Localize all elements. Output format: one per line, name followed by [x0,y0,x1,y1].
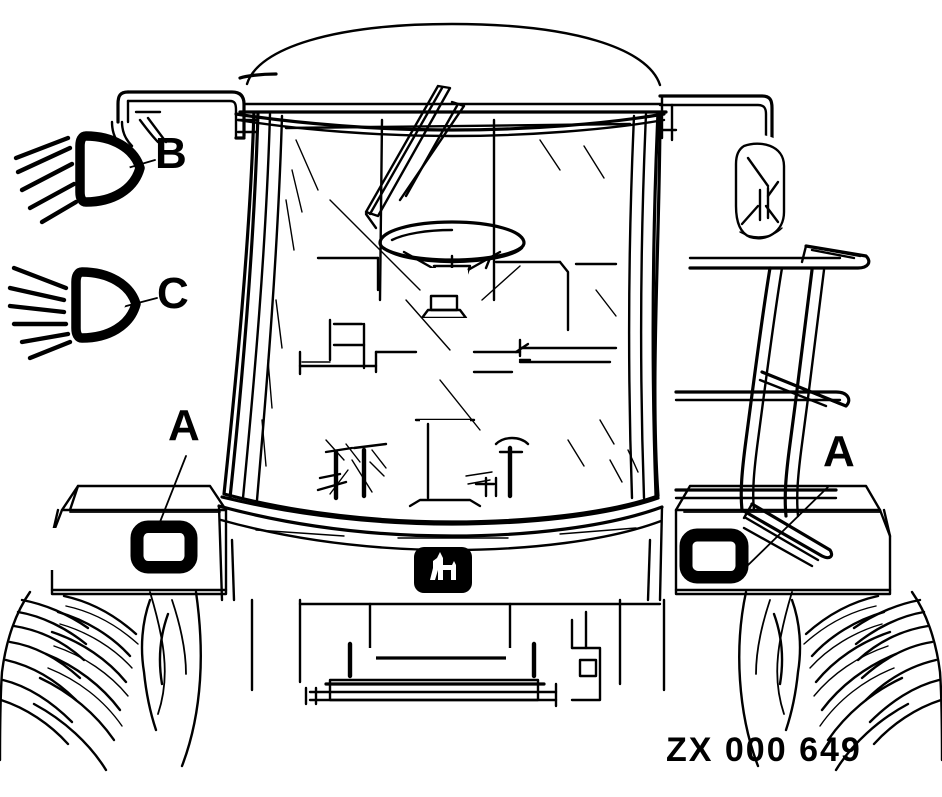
left-rear-work-light [130,520,198,574]
rear-window-glass [222,108,662,524]
cab-interior [261,139,639,508]
rear-cowl-panel [217,495,664,602]
figure-id-text: ZX 000 649 [666,731,862,769]
callout-label-c: C [157,269,189,318]
right-access-ladder [674,244,871,568]
callout-label-b: B [155,129,187,178]
left-rear-fender [44,484,228,596]
left-rear-tire [0,590,202,772]
right-rear-work-light [679,528,749,584]
three-point-hitch [250,598,666,708]
work-light-symbol-b [13,131,145,225]
left-tail-light [44,528,74,570]
floor-pedals [316,436,530,501]
right-side-mirror [730,134,790,246]
right-rear-fender [674,484,892,596]
callout-label-a-right: A [823,427,855,476]
right-rear-tire [738,590,942,772]
cab-roof [234,18,668,138]
steering-column [408,264,482,508]
right-mirror-bracket [658,94,774,177]
right-tail-light [820,528,852,576]
roof-work-lights [264,78,642,100]
steering-wheel [378,220,526,272]
callout-label-a-left: A [168,401,200,450]
work-light-symbol-c [7,265,141,361]
john-deere-deer-logo [414,547,472,593]
rear-wiper-arm [364,84,466,230]
